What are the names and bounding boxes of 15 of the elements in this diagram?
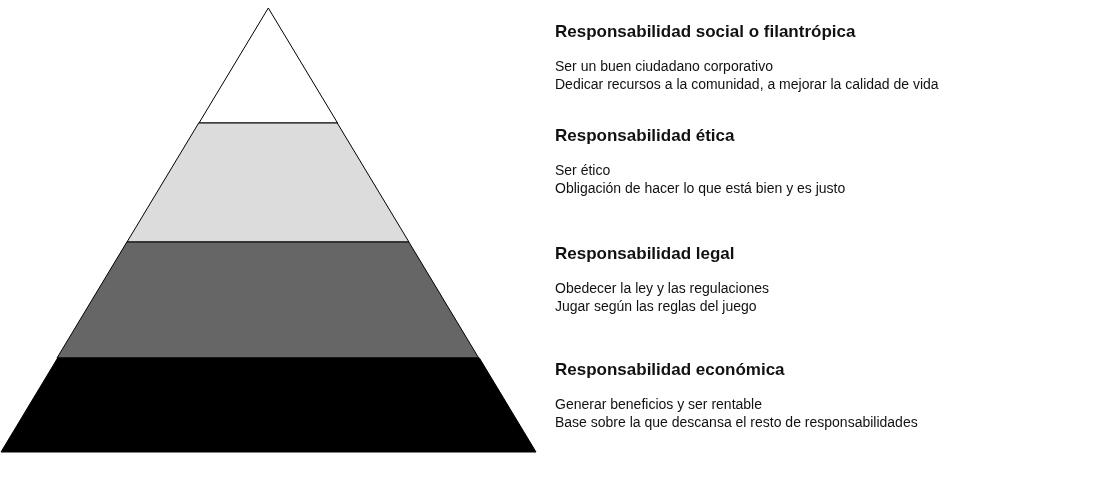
level-heading: Responsabilidad económica [555,360,785,380]
level-description: Base sobre la que descansa el resto de responsabilidades [555,414,918,430]
pyramid-level [57,242,479,358]
level-heading: Responsabilidad ética [555,126,735,146]
level-heading: Responsabilidad legal [555,244,735,264]
level-description: Dedicar recursos a la comunidad, a mejorar la calidad de vida [555,76,939,92]
level-description: Obligación de hacer lo que está bien y es justo [555,180,846,196]
level-description: Ser un buen ciudadano corporativo [555,58,773,74]
level-description: Ser ético [555,162,611,178]
level-description: Obedecer la ley y las regulaciones [555,280,769,296]
level-description: Jugar según las reglas del juego [555,298,757,314]
level-description: Generar beneficios y ser rentable [555,396,762,412]
pyramid-level [0,358,536,452]
level-heading: Responsabilidad social o filantrópica [555,22,856,42]
pyramid-level [127,123,409,242]
